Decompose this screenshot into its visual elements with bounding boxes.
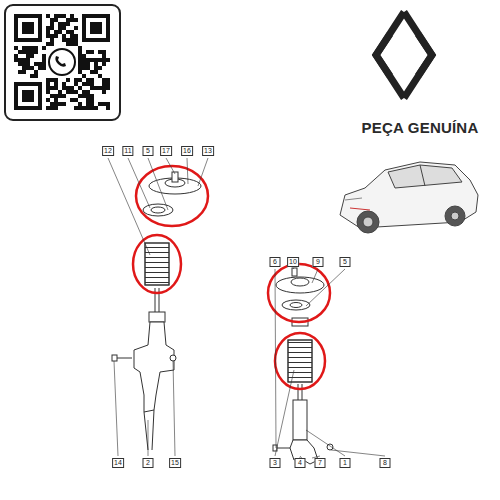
callout-number: 12 — [102, 146, 114, 156]
qr-code — [14, 14, 110, 110]
car-sketch — [340, 162, 478, 233]
right-strut — [273, 268, 333, 464]
leader-line — [114, 361, 118, 456]
brand-text: PEÇA GENUÍNA — [362, 119, 479, 136]
leader-line — [198, 158, 208, 186]
leader-line — [128, 158, 150, 208]
renault-logo — [376, 12, 432, 98]
qr-frame — [5, 5, 120, 120]
leader-line — [148, 158, 168, 210]
left-strut — [112, 172, 201, 450]
leader-line — [275, 370, 294, 456]
callout-number: 8 — [380, 458, 391, 468]
leader-line — [275, 269, 276, 448]
leader-line — [148, 420, 149, 456]
leader-line — [306, 269, 345, 306]
callout-number: 13 — [202, 146, 214, 156]
leader-line — [293, 268, 294, 269]
callout-number: 5 — [143, 146, 154, 156]
leader-line — [173, 361, 175, 456]
callout-number: 4 — [295, 458, 306, 468]
leader-line — [312, 269, 318, 283]
leader-line — [108, 158, 150, 255]
highlight-ring — [133, 166, 330, 389]
callout-number: 1 — [340, 458, 351, 468]
callout-number: 2 — [143, 458, 154, 468]
leader-lines — [108, 158, 385, 462]
callout-number: 9 — [313, 257, 324, 267]
leader-line — [187, 158, 188, 184]
callout-number: 10 — [287, 257, 299, 267]
callout-number: 7 — [315, 458, 326, 468]
leader-line — [331, 450, 385, 456]
leader-line — [166, 158, 175, 174]
callout-number: 16 — [181, 146, 193, 156]
callout-number: 5 — [340, 257, 351, 267]
callout-number: 11 — [122, 146, 133, 156]
callout-number: 14 — [112, 458, 124, 468]
callout-number: 15 — [169, 458, 181, 468]
leader-line — [306, 430, 345, 456]
callout-number: 6 — [270, 257, 281, 267]
callout-number: 17 — [160, 146, 172, 156]
callout-number: 3 — [270, 458, 281, 468]
